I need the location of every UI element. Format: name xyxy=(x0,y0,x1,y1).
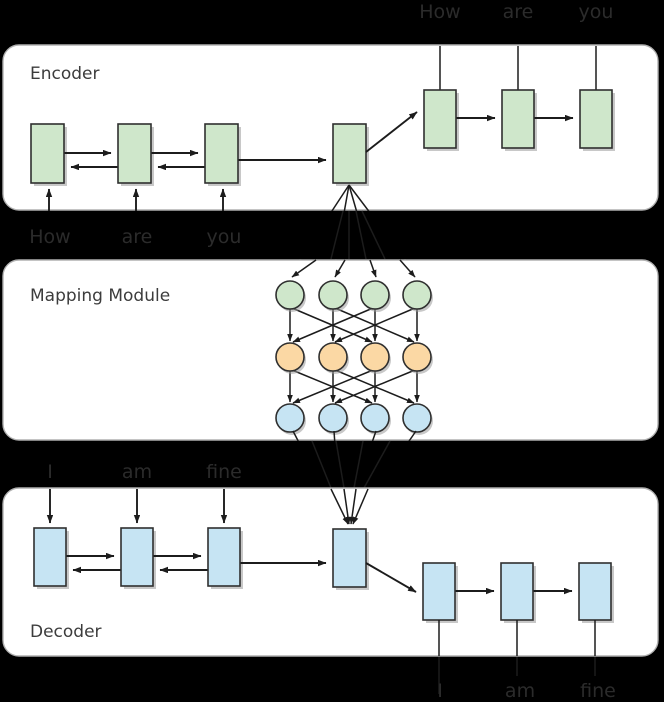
fanin-line-gutter xyxy=(363,440,391,489)
decoder-input-arrows xyxy=(46,489,228,524)
decoder-output-cells xyxy=(422,562,612,621)
mapping-input-arrow xyxy=(399,259,416,278)
encoder-cell xyxy=(117,123,152,184)
encoder-cell xyxy=(30,123,65,184)
mapping-node xyxy=(275,403,305,433)
mapping-node xyxy=(360,403,390,433)
decoder-output-leads xyxy=(438,620,596,656)
mapping-edge xyxy=(292,369,374,404)
decoder-context-fanin xyxy=(330,488,369,525)
mapping-input-arrow xyxy=(291,259,317,278)
mapping-hidden-layer xyxy=(275,342,432,372)
context-to-output-arrow xyxy=(365,111,418,153)
fanout-line-gutter xyxy=(361,210,386,260)
fanin-line-gutter xyxy=(335,440,345,489)
token-label: are xyxy=(122,226,153,248)
decoder-output-cell xyxy=(578,562,612,621)
gutter-mask xyxy=(0,441,664,488)
token-label: I xyxy=(47,461,53,483)
encoder-panel: Encoder xyxy=(2,44,659,211)
context-to-output-arrow xyxy=(365,562,417,593)
token-label: are xyxy=(503,1,534,23)
mapping-fanin-gutter xyxy=(311,440,391,489)
mapping-node xyxy=(360,280,390,310)
decoder-cell xyxy=(33,527,67,587)
token-label: fine xyxy=(580,680,616,702)
mapping-node xyxy=(318,403,348,433)
token-label: am xyxy=(122,461,152,483)
fanin-arrow xyxy=(349,488,357,525)
encoder-panel-background xyxy=(2,44,659,211)
encoder-input-token-row-overlay: How are you xyxy=(29,210,386,260)
fanin-arrow xyxy=(343,488,351,525)
token-label: fine xyxy=(206,461,242,483)
mapping-edge xyxy=(334,369,416,404)
mapping-input-arrow xyxy=(369,259,377,278)
decoder-panel-background xyxy=(2,487,659,657)
token-label: How xyxy=(419,1,460,23)
encoder-output-cell xyxy=(423,89,457,149)
fanout-line-gutter xyxy=(355,210,367,260)
mapping-node xyxy=(402,280,432,310)
mapping-output-layer xyxy=(275,403,432,433)
mapping-node xyxy=(318,342,348,372)
token-label: am xyxy=(505,680,535,702)
token-label: you xyxy=(579,1,614,23)
encoder-cell xyxy=(204,123,239,184)
decoder-cells xyxy=(33,527,367,588)
fanin-arrow xyxy=(330,488,349,525)
decoder-cell xyxy=(120,527,154,587)
mapping-input-arrow xyxy=(334,259,346,278)
encoder-output-token-row: How are you xyxy=(419,1,613,23)
mapping-node xyxy=(402,342,432,372)
encoder-output-leads xyxy=(439,46,597,90)
decoder-input-token-row: I am fine xyxy=(47,461,242,483)
mapping-node xyxy=(275,280,305,310)
fanin-line-gutter xyxy=(353,440,364,489)
mapping-layer1-to-layer2 xyxy=(287,307,420,343)
mapping-input-layer xyxy=(275,280,432,310)
gutter-mask xyxy=(0,657,664,702)
decoder-output-cell xyxy=(500,562,534,621)
mapping-edge xyxy=(292,307,374,343)
mapping-panel-label: Mapping Module xyxy=(30,286,170,306)
encoder-recurrent-connections xyxy=(64,149,327,171)
token-label: I xyxy=(437,680,443,702)
decoder-recurrent-connections xyxy=(66,552,327,574)
decoder-output-lead-gutter xyxy=(438,657,596,694)
encoder-cells xyxy=(30,123,367,184)
gutter-mask xyxy=(0,211,664,259)
encoder-context-cell xyxy=(332,123,367,184)
encoder-panel-label: Encoder xyxy=(30,64,100,84)
fanin-line-gutter xyxy=(311,440,332,489)
encoder-output-cell xyxy=(579,89,613,149)
fanin-arrow xyxy=(352,488,369,525)
token-label: you xyxy=(207,226,242,248)
fanout-line-gutter xyxy=(330,210,344,260)
mapping-input-arrows xyxy=(291,259,416,278)
decoder-panel-label: Decoder xyxy=(30,622,102,642)
decoder-output-cell xyxy=(422,562,456,621)
decoder-cell xyxy=(207,527,241,587)
mapping-layer2-to-layer3 xyxy=(287,369,420,404)
mapping-node xyxy=(360,342,390,372)
decoder-panel: Decoder xyxy=(2,487,659,657)
mapping-node xyxy=(275,342,305,372)
mapping-node xyxy=(402,403,432,433)
mapping-node xyxy=(318,280,348,310)
encoder-output-cell xyxy=(501,89,535,149)
decoder-context-cell xyxy=(332,528,367,588)
token-label: How xyxy=(29,226,70,248)
mapping-edge xyxy=(334,307,416,343)
decoder-output-token-row: I am fine xyxy=(437,680,616,702)
encoder-output-cells xyxy=(423,89,613,149)
